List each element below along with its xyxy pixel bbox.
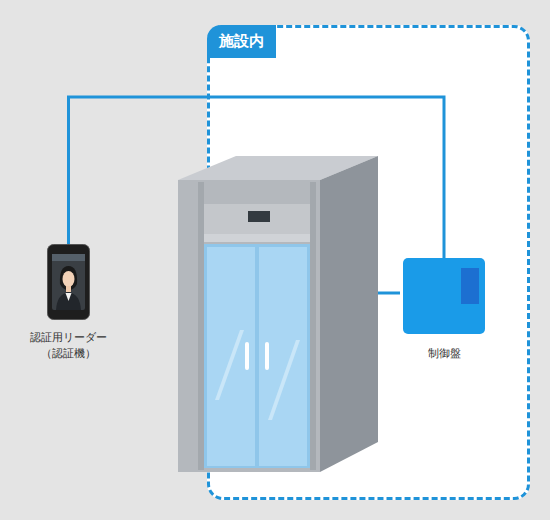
door-pillar [198, 182, 204, 470]
person-suit [56, 292, 81, 310]
person-neck [66, 286, 71, 292]
node-label: 認証用リーダー （認証機） [25, 330, 112, 362]
reader-device: 認証用リーダー （認証機） [47, 244, 90, 320]
facility-area: 施設内制御盤 [207, 25, 530, 500]
person-face [63, 271, 75, 287]
control-panel: 制御盤 [403, 258, 485, 334]
panel-door [461, 268, 479, 304]
person-shirt [66, 293, 72, 301]
reader-screen [52, 254, 85, 310]
reader-body [48, 245, 90, 320]
node-label: 施設内 [207, 25, 276, 58]
reader-camera [66, 244, 70, 245]
screen-bar [52, 254, 85, 261]
node-label: 制御盤 [383, 346, 505, 361]
signal-wire [69, 97, 445, 258]
reader-art [47, 244, 90, 320]
